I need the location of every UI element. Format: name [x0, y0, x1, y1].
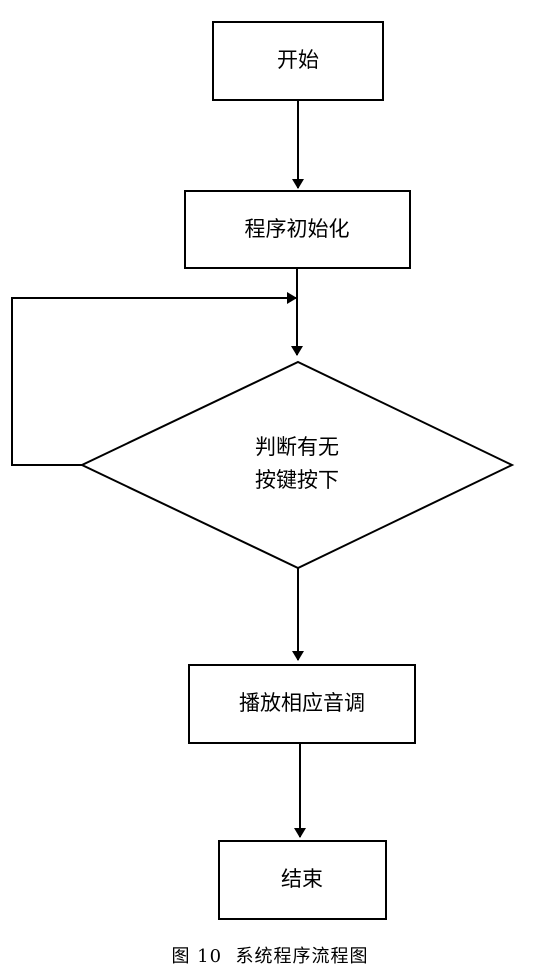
end-label: 结束 — [281, 867, 323, 891]
decision-label-line2: 按键按下 — [255, 468, 339, 492]
play-label: 播放相应音调 — [239, 691, 365, 715]
start-label: 开始 — [277, 48, 319, 72]
decision-label-line1: 判断有无 — [255, 435, 339, 459]
figure-caption: 图 10 系统程序流程图 — [171, 946, 368, 967]
init-label: 程序初始化 — [245, 217, 350, 241]
start-box — [212, 21, 384, 101]
end-box — [218, 840, 387, 920]
init-box — [184, 190, 411, 269]
decision-diamond — [79, 360, 515, 570]
play-box — [188, 664, 416, 744]
loop-back-line — [11, 292, 297, 466]
